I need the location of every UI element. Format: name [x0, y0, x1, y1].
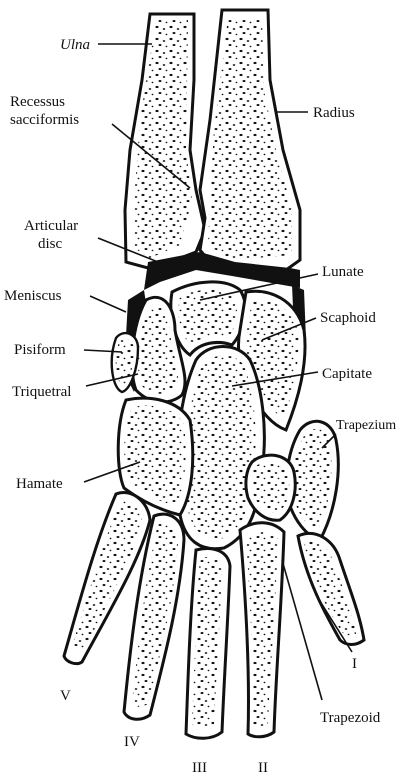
label-sacciformis: sacciformis — [10, 112, 79, 128]
label-trapezoid: Trapezoid — [320, 710, 381, 726]
label-radius: Radius — [313, 105, 355, 121]
ulna-bone — [125, 14, 205, 268]
label-triquetral: Triquetral — [12, 384, 71, 400]
label-metacarpal-i: I — [352, 656, 357, 672]
label-meniscus: Meniscus — [4, 288, 62, 304]
label-metacarpal-iii: III — [192, 760, 207, 775]
label-lunate: Lunate — [322, 264, 364, 280]
label-recessus: Recessus — [10, 94, 65, 110]
label-metacarpal-ii: II — [258, 760, 268, 775]
metacarpal-i — [298, 533, 364, 644]
metacarpal-iii — [186, 549, 230, 739]
label-scaphoid: Scaphoid — [320, 310, 376, 326]
label-metacarpal-v: V — [60, 688, 71, 704]
metacarpal-ii — [240, 523, 284, 737]
radius-bone — [200, 10, 300, 270]
label-pisiform: Pisiform — [14, 342, 66, 358]
label-articular: Articular — [24, 218, 78, 234]
label-trapezium: Trapezium — [336, 418, 396, 433]
label-capitate: Capitate — [322, 366, 372, 382]
label-disc: disc — [38, 236, 63, 252]
label-ulna: Ulna — [60, 37, 90, 53]
label-hamate: Hamate — [16, 476, 63, 492]
label-metacarpal-iv: IV — [124, 734, 140, 750]
